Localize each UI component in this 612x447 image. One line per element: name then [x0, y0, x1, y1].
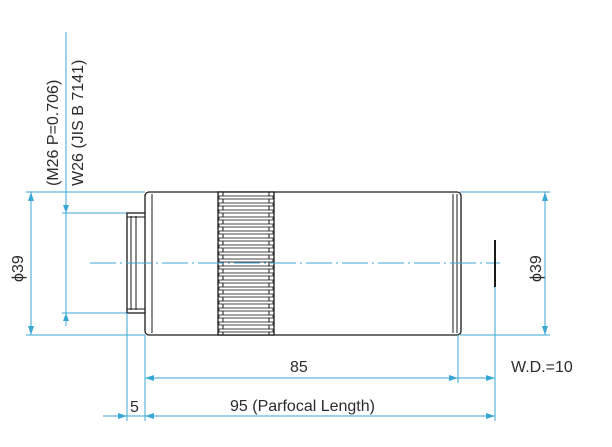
knurl-ridge: [218, 300, 274, 305]
knurl-ridge: [218, 286, 274, 291]
thread-m26-label: (M26 P=0.706): [45, 80, 62, 186]
knurl-ridges: [218, 195, 274, 333]
knurl-ridge: [218, 293, 274, 298]
knurl-ridge: [218, 258, 274, 263]
thread-w26-label: W26 (JIS B 7141): [70, 60, 87, 186]
knurl-ridge: [218, 272, 274, 277]
length-dimensions: [103, 287, 496, 421]
knurl-ridge: [218, 328, 274, 333]
knurl-ridge: [218, 244, 274, 249]
parfocal-length-label: 95 (Parfocal Length): [230, 398, 375, 415]
knurl-ridge: [218, 279, 274, 284]
knurl-ridge: [218, 314, 274, 319]
left-diameter-label: ϕ39: [10, 255, 27, 282]
knurl-ridge: [218, 209, 274, 214]
thread-dimension: [62, 32, 128, 326]
knurl-ridge: [218, 195, 274, 200]
knurl-ridge: [218, 223, 274, 228]
knurl-ridge: [218, 307, 274, 312]
length-85-label: 85: [290, 359, 308, 376]
knurl-ridge: [218, 265, 274, 270]
knurl-ridge: [218, 251, 274, 256]
right-diameter-dimension: [460, 191, 550, 336]
working-distance-label: W.D.=10: [511, 359, 573, 376]
knurl-ridge: [218, 321, 274, 326]
knurl-ridge: [218, 202, 274, 207]
knurl-ridge: [218, 237, 274, 242]
knurl-ridge: [218, 216, 274, 221]
length-5-label: 5: [130, 399, 139, 416]
knurl-ridge: [218, 230, 274, 235]
right-diameter-label: ϕ39: [528, 255, 545, 282]
left-diameter-dimension: [26, 191, 145, 336]
